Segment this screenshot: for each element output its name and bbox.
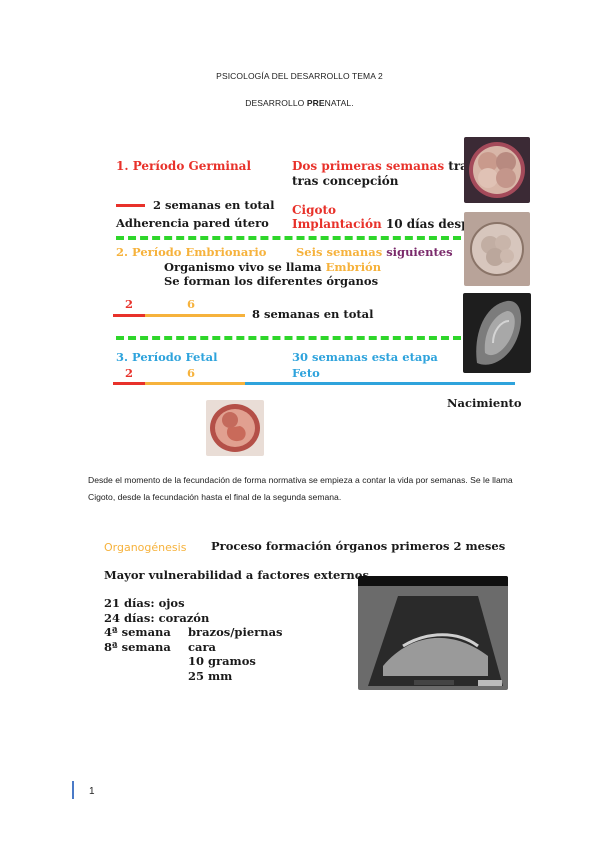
timeline-what: brazos/piernas xyxy=(188,625,283,639)
green-separator-2 xyxy=(116,336,461,340)
organism-text: Organismo vivo se llama xyxy=(164,260,322,274)
blastocyst-image xyxy=(464,212,530,286)
ultrasound-image xyxy=(358,576,508,690)
embryonic-number-6: 6 xyxy=(187,297,196,311)
organogenesis-label: Organogénesis xyxy=(104,541,187,554)
fetal-orange-bar xyxy=(145,382,245,385)
page-number: 1 xyxy=(89,786,95,797)
timeline-when: 24 días: corazón xyxy=(104,610,210,625)
germinal-cigoto: Cigoto xyxy=(292,203,337,217)
development-timeline: 21 días: ojos 24 días: corazón 4ª semana… xyxy=(104,596,283,684)
embryonic-weeks: Seis semanas siguientes xyxy=(296,245,453,259)
embryonic-weeks-highlight: Seis semanas xyxy=(296,245,383,259)
subtitle-pre: DESARROLLO xyxy=(245,98,307,108)
intro-paragraph: Desde el momento de la fecundación de fo… xyxy=(88,475,513,502)
document-title: PSICOLOGÍA DEL DESARROLLO TEMA 2 xyxy=(216,71,383,81)
germinal-after-conception: tras concepción xyxy=(292,174,399,188)
page-number-bar xyxy=(72,781,74,799)
birth-label: Nacimiento xyxy=(447,396,522,410)
timeline-when: 21 días: ojos xyxy=(104,596,185,610)
timeline-when: 8ª semana xyxy=(104,639,171,654)
timeline-what: 10 gramos xyxy=(188,654,256,668)
fetal-feto: Feto xyxy=(292,366,320,380)
embryo-xray-image xyxy=(463,293,531,373)
implantation-label: Implantación xyxy=(292,217,382,231)
fetal-red-bar xyxy=(113,382,145,385)
timeline-row: 4ª semana brazos/piernas xyxy=(104,625,283,640)
organism-embryo: Embrión xyxy=(325,260,382,274)
document-subtitle: DESARROLLO PRENATAL. xyxy=(0,98,599,108)
embryonic-organism: Organismo vivo se llama Embrión xyxy=(164,260,381,274)
embryonic-period-title: 2. Período Embrionario xyxy=(116,245,267,259)
vulnerability-text: Mayor vulnerabilidad a factores externos xyxy=(104,568,369,582)
zygote-image xyxy=(464,137,530,203)
germinal-adherence: Adherencia pared útero xyxy=(116,216,269,230)
organogenesis-process: Proceso formación órganos primeros 2 mes… xyxy=(211,539,506,553)
fetal-number-6: 6 xyxy=(187,366,196,380)
timeline-row: 24 días: corazón xyxy=(104,611,209,626)
timeline-what: 25 mm xyxy=(188,668,233,683)
germinal-implantation: Implantación 10 días después xyxy=(292,217,493,231)
germinal-total: 2 semanas en total xyxy=(153,198,275,212)
embryonic-red-bar xyxy=(113,314,145,317)
green-separator-1 xyxy=(116,236,461,240)
timeline-what: cara xyxy=(188,639,216,654)
timeline-row: 25 mm xyxy=(104,669,232,684)
germinal-weeks: Dos primeras semanas tras xyxy=(292,159,475,173)
fetal-blue-bar xyxy=(245,382,515,385)
germinal-weeks-highlight: Dos primeras semanas xyxy=(292,159,445,173)
fetal-period-title: 3. Período Fetal xyxy=(116,350,218,364)
germinal-red-bar xyxy=(116,204,145,207)
fetus-image xyxy=(206,400,264,456)
embryonic-weeks-following: siguientes xyxy=(386,245,453,259)
germinal-period-title: 1. Período Germinal xyxy=(116,159,252,173)
subtitle-bold: PRE xyxy=(306,98,325,108)
embryonic-number-2: 2 xyxy=(125,297,134,311)
fetal-weeks: 30 semanas esta etapa xyxy=(292,350,438,364)
timeline-row: 8ª semana cara xyxy=(104,639,216,655)
timeline-when: 4ª semana xyxy=(104,625,171,639)
embryonic-organs: Se forman los diferentes órganos xyxy=(164,274,379,288)
fetal-number-2: 2 xyxy=(125,366,134,380)
embryonic-orange-bar xyxy=(145,314,245,317)
embryonic-total: 8 semanas en total xyxy=(252,307,374,321)
timeline-row: 21 días: ojos xyxy=(104,596,209,611)
subtitle-post: NATAL. xyxy=(324,98,354,108)
timeline-row: 10 gramos xyxy=(104,654,256,669)
